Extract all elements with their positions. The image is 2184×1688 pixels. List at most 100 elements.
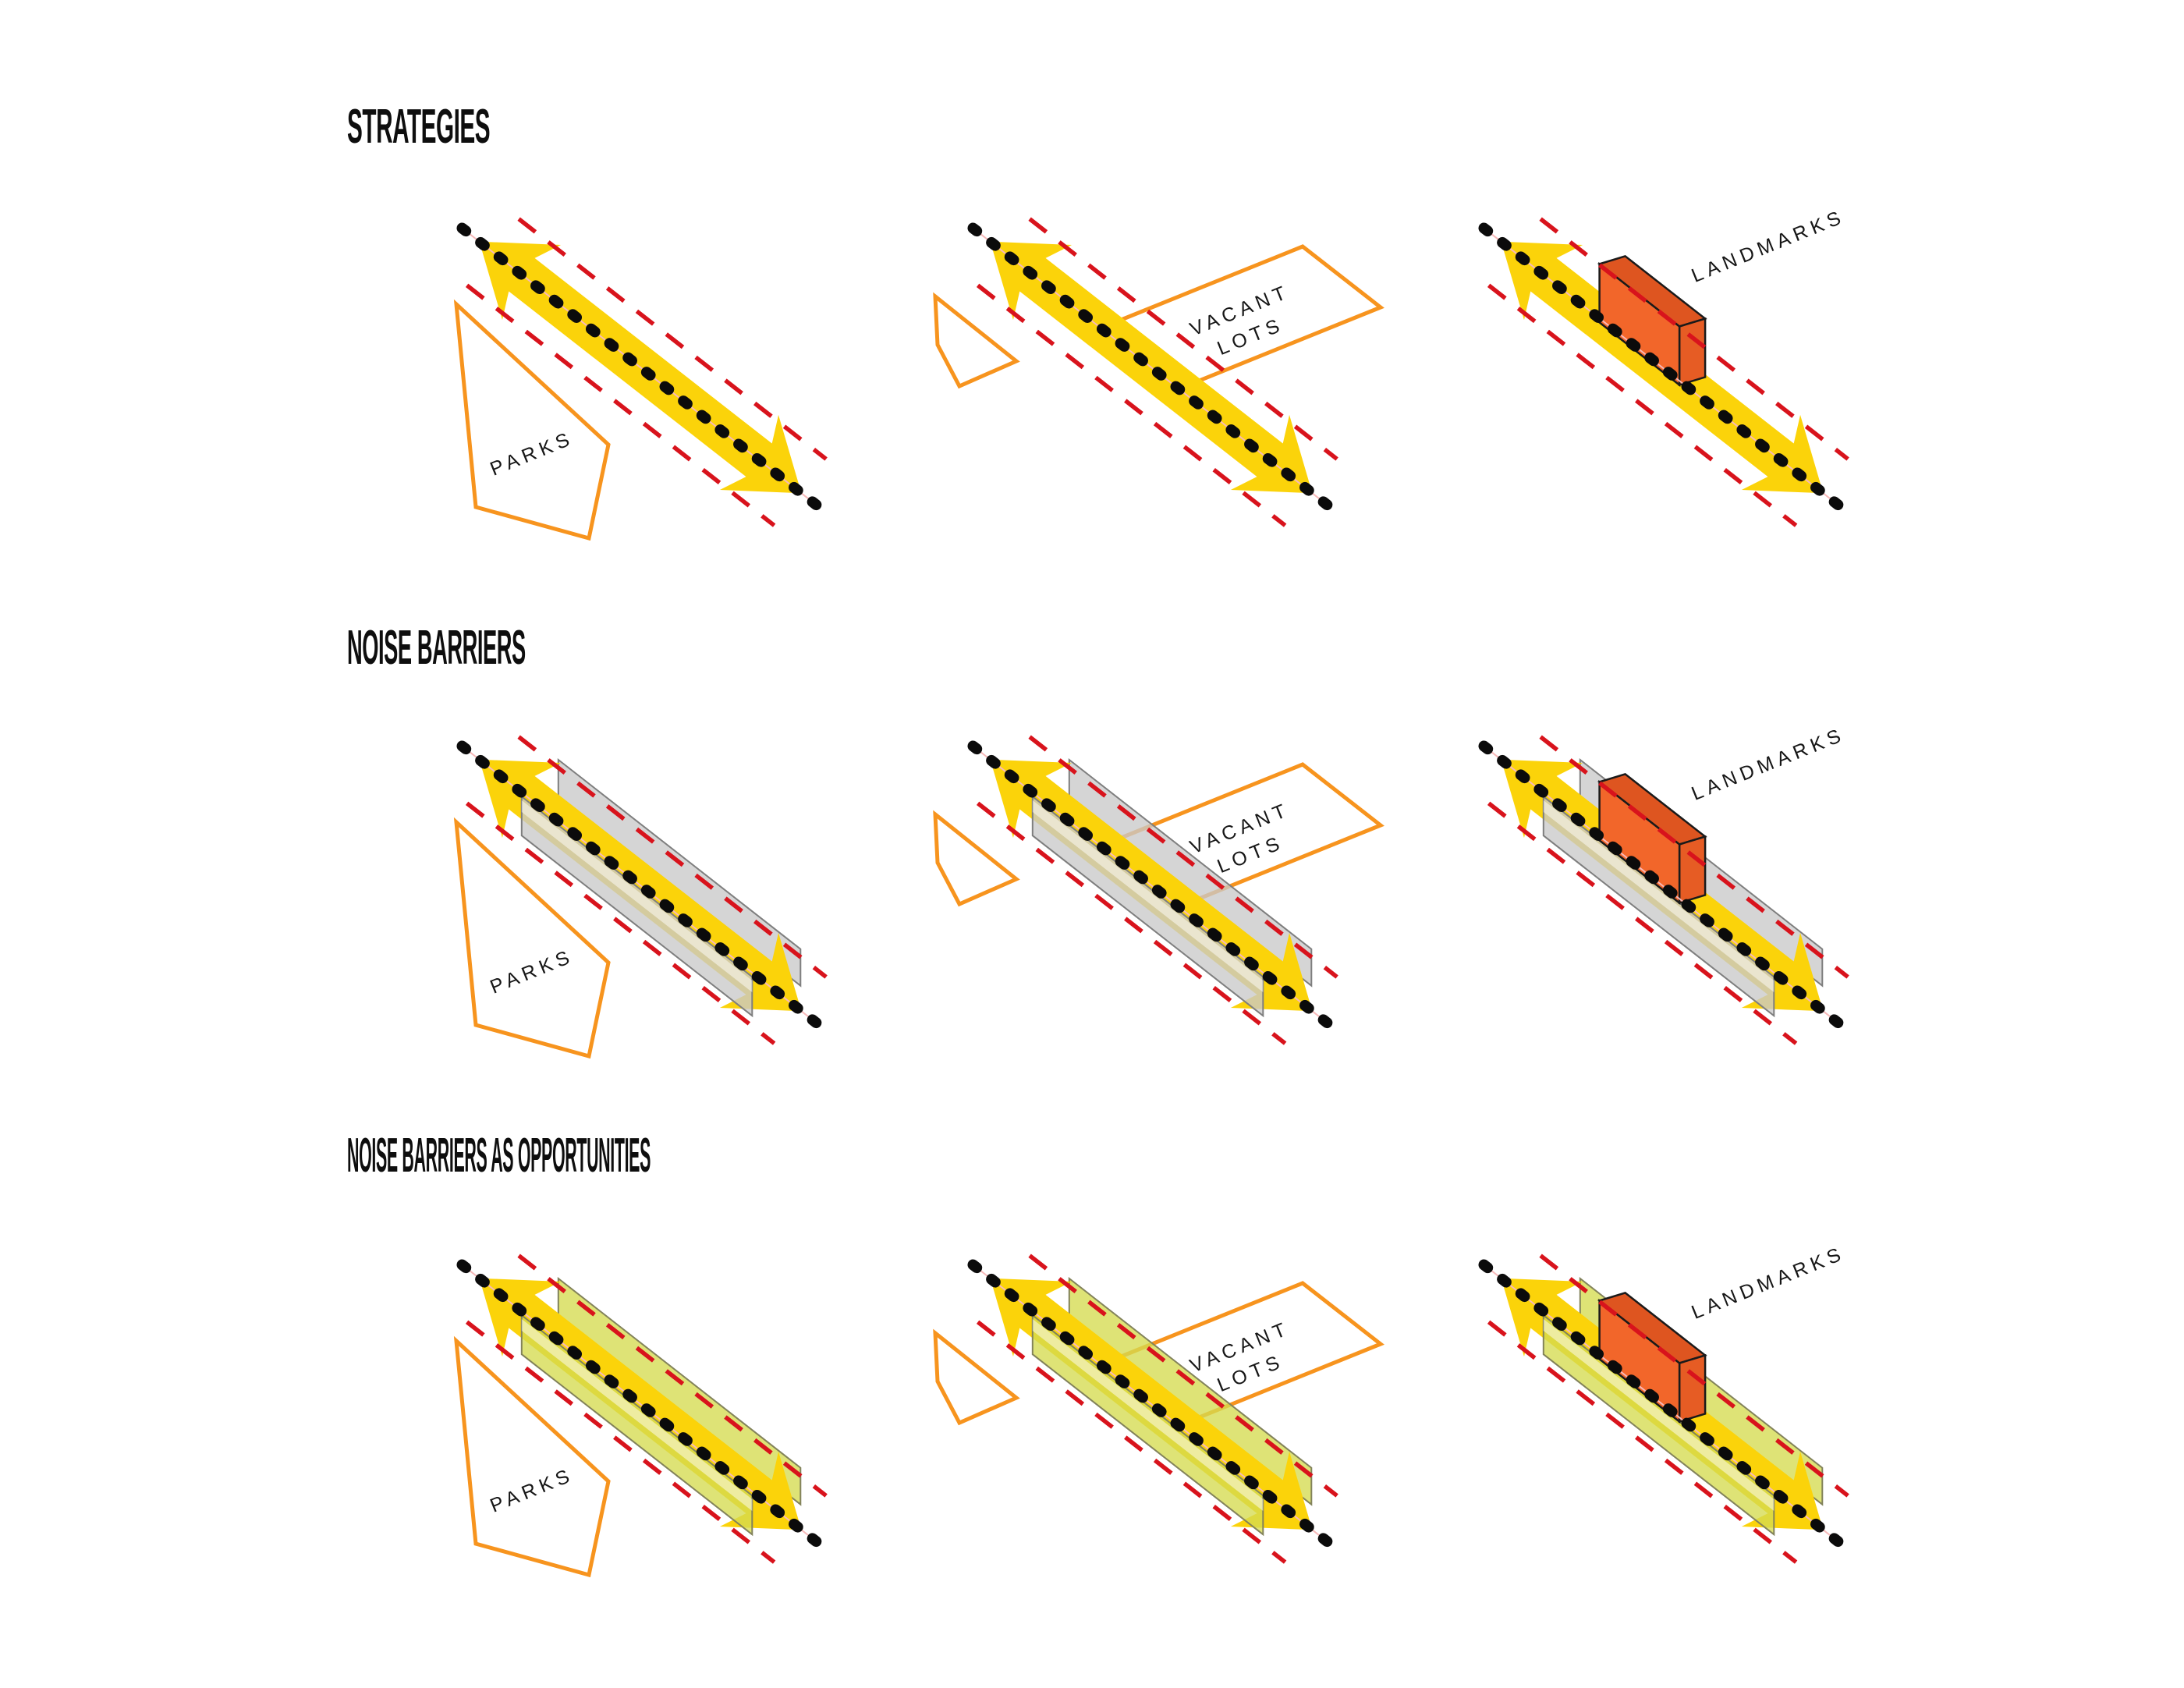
- vacant-lots-label-line2: LOTS: [1214, 832, 1287, 878]
- vacant-lot-outline: [1104, 244, 1384, 388]
- transit-arrow: [1501, 241, 1824, 494]
- rail-dashed-offset-upper: [1539, 1254, 1849, 1498]
- rail-centerline: [461, 1264, 820, 1544]
- rail-dashed-offset-lower: [465, 801, 776, 1045]
- landmark-box-side: [1678, 835, 1707, 905]
- noise-wall-upper: [1068, 1276, 1313, 1506]
- rail-dashed-offset-upper: [1539, 735, 1849, 979]
- landmarks-label: LANDMARKS: [1689, 1242, 1849, 1323]
- noise-wall-upper: [557, 1276, 802, 1506]
- rail-dashed-offset-upper: [1028, 1254, 1338, 1498]
- transit-arrow: [1501, 1278, 1824, 1530]
- transit-arrow: [990, 759, 1313, 1012]
- wall-highlight-stripe: [1543, 800, 1774, 992]
- rail-centerline: [972, 227, 1331, 508]
- rail-dotted-line: [456, 740, 824, 1030]
- rail-dotted-line: [1478, 740, 1846, 1030]
- rail-dashed-offset-upper: [1539, 217, 1849, 461]
- vacant-lots-label-line1: VACANT: [1187, 1317, 1293, 1378]
- rail-centerline: [972, 745, 1331, 1026]
- rail-dashed-offset-upper: [1028, 217, 1338, 461]
- rail-dotted-line: [967, 1259, 1335, 1549]
- diagram-noise-barriers-as-opportunities-parks: PARKS: [453, 1254, 828, 1578]
- noise-wall-upper: [1579, 1276, 1824, 1506]
- rail-centerline: [461, 227, 820, 508]
- vacant-lots-label-line1: VACANT: [1187, 799, 1293, 859]
- rail-dashed-offset-upper: [517, 1254, 828, 1498]
- rail-centerline: [972, 1264, 1331, 1544]
- noise-wall-lower: [520, 1314, 753, 1537]
- diagram-strategies-landmarks: LANDMARKS: [1478, 205, 1849, 527]
- landmark-box-front: [1598, 779, 1681, 906]
- transit-arrow: [479, 759, 802, 1012]
- landmarks-label: LANDMARKS: [1689, 723, 1849, 804]
- transit-arrow: [479, 241, 802, 494]
- landmark-box-top: [1597, 255, 1707, 328]
- noise-wall-upper: [1068, 757, 1313, 988]
- wall-highlight-stripe: [521, 1319, 753, 1511]
- rail-centerline: [461, 745, 820, 1026]
- wall-highlight-stripe: [521, 800, 753, 992]
- diagram-noise-barriers-landmarks: LANDMARKS: [1478, 723, 1849, 1045]
- vacant-lot-small-outline: [933, 292, 1020, 389]
- noise-wall-lower: [1031, 795, 1264, 1018]
- rail-dotted-line: [967, 222, 1335, 512]
- parks-lot-outline: [453, 817, 611, 1059]
- vacant-lots-label-line2: LOTS: [1214, 314, 1287, 360]
- rail-dotted-line: [1478, 1259, 1846, 1549]
- rail-dashed-offset-lower: [976, 283, 1287, 527]
- rail-dashed-offset-lower: [465, 1320, 776, 1564]
- transit-arrow: [990, 241, 1313, 494]
- wall-highlight-stripe: [1032, 800, 1264, 992]
- vacant-lots-label-line1: VACANT: [1187, 281, 1293, 341]
- rail-dashed-offset-lower: [1487, 801, 1798, 1045]
- parks-lot-outline: [453, 1335, 611, 1578]
- landmark-box-top: [1597, 773, 1707, 846]
- vacant-lot-small-outline: [933, 1328, 1020, 1426]
- noise-wall-lower: [520, 795, 753, 1018]
- rail-centerline: [1483, 227, 1842, 508]
- rail-dashed-offset-lower: [1487, 1320, 1798, 1564]
- section-title-noise-barriers-as-opportunities: NOISE BARRIERS AS OPPORTUNITIES: [347, 1129, 651, 1183]
- noise-wall-upper: [1579, 757, 1824, 988]
- parks-lot-outline: [453, 299, 611, 541]
- noise-wall-lower: [1542, 795, 1775, 1018]
- diagram-noise-barriers-parks: PARKS: [453, 735, 828, 1059]
- rail-dashed-offset-lower: [465, 283, 776, 527]
- landmarks-label: LANDMARKS: [1689, 205, 1849, 286]
- parks-label: PARKS: [487, 1463, 576, 1516]
- transit-arrow: [990, 1278, 1313, 1530]
- noise-wall-upper: [557, 757, 802, 988]
- rail-dashed-offset-upper: [517, 735, 828, 979]
- landmark-box-front: [1598, 1298, 1681, 1424]
- vacant-lot-outline: [1104, 762, 1384, 906]
- landmark-box-side: [1678, 1353, 1707, 1424]
- vacant-lots-label-line2: LOTS: [1214, 1350, 1287, 1396]
- landmark-box-top: [1597, 1292, 1707, 1364]
- parks-label: PARKS: [487, 427, 576, 480]
- vacant-lot-outline: [1104, 1281, 1384, 1425]
- section-title-strategies: STRATEGIES: [347, 100, 491, 154]
- diagram-strategies-parks: PARKS: [453, 217, 828, 541]
- rail-dashed-offset-lower: [1487, 283, 1798, 527]
- noise-wall-lower: [1031, 1314, 1264, 1537]
- rail-centerline: [1483, 745, 1842, 1026]
- landmark-box-side: [1678, 317, 1707, 387]
- rail-dotted-line: [456, 222, 824, 512]
- diagram-noise-barriers-as-opportunities-landmarks: LANDMARKS: [1478, 1242, 1849, 1564]
- rail-dashed-offset-upper: [517, 217, 828, 461]
- rail-dashed-offset-lower: [976, 1320, 1287, 1564]
- rail-dotted-line: [456, 1259, 824, 1549]
- transit-arrow: [1501, 759, 1824, 1012]
- rail-dashed-offset-upper: [1028, 735, 1338, 979]
- landmark-box-front: [1598, 261, 1681, 388]
- section-title-noise-barriers: NOISE BARRIERS: [347, 621, 526, 675]
- transit-arrow: [479, 1278, 802, 1530]
- rail-dashed-offset-lower: [976, 801, 1287, 1045]
- rail-dotted-line: [967, 740, 1335, 1030]
- rail-dotted-line: [1478, 222, 1846, 512]
